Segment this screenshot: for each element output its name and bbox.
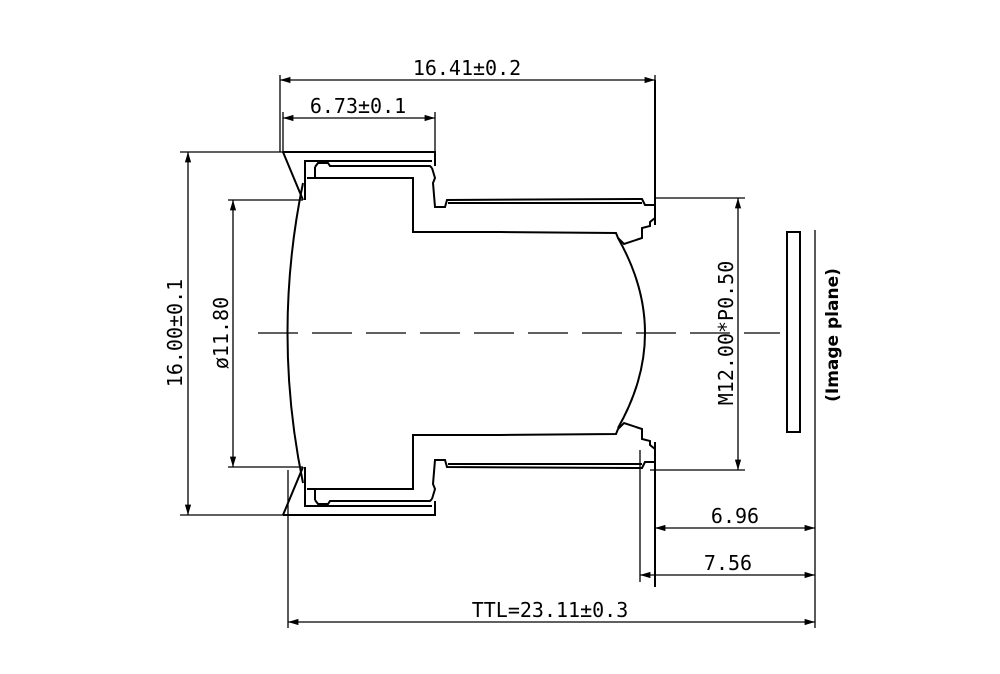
dim-thread: M12.00*P0.50 [714,261,738,406]
dimension-lines [180,75,816,628]
dim-lens-diameter: ø11.80 [209,297,233,369]
dim-barrel-length: 16.41±0.2 [413,56,521,80]
dim-outer-diameter: 16.00±0.1 [163,279,187,387]
image-plane-label: (Image plane) [823,268,843,402]
image-sensor-glass [786,231,801,433]
dim-back-focal-1: 6.96 [711,504,759,528]
lens-body [282,80,656,588]
lens-half-outline [282,80,656,246]
dim-flange-length: 6.73±0.1 [310,94,406,118]
dim-ttl: TTL=23.11±0.3 [472,598,629,622]
dim-back-focal-2: 7.56 [704,551,752,575]
